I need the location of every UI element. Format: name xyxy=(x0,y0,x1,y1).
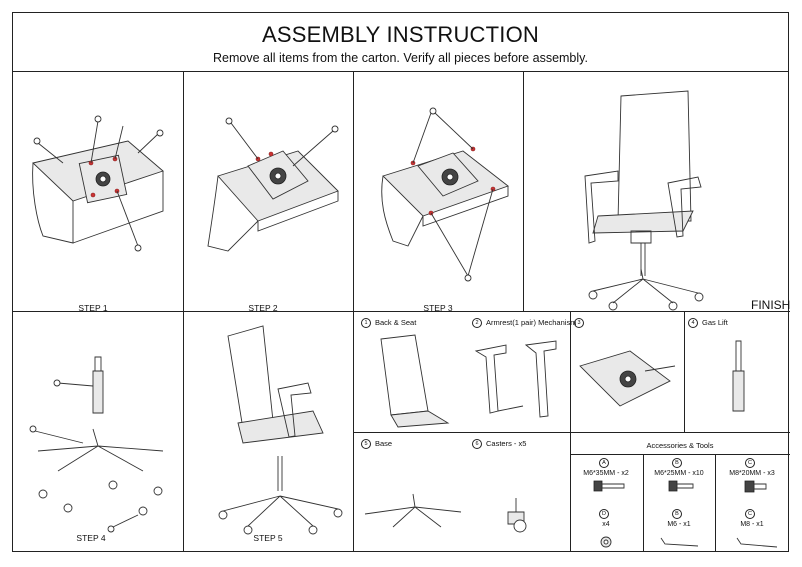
step-5-label: STEP 5 xyxy=(253,533,283,543)
bolt-b-icon xyxy=(643,454,715,552)
allen-key-c-icon xyxy=(715,454,790,552)
accessory-a-panel: A M6*35MM - x2 D x4 xyxy=(570,454,643,552)
allen-key-b-icon xyxy=(643,454,715,552)
accessory-a-letter-circle: A xyxy=(599,458,609,468)
allen-key-b-letter: B xyxy=(649,509,709,519)
part-4-name: Gas Lift xyxy=(702,318,728,327)
caster-illustration xyxy=(468,432,570,552)
accessory-c-panel: C M8*20MM - x3 C M8 - x1 xyxy=(715,454,790,552)
back-seat-illustration xyxy=(353,311,468,432)
step-2-panel: STEP 2 xyxy=(183,71,353,313)
col-divider-4 xyxy=(570,311,571,432)
finish-label: FINISH xyxy=(751,298,791,312)
header: ASSEMBLY INSTRUCTION Remove all items fr… xyxy=(13,13,788,72)
step-3-panel: STEP 3 xyxy=(353,71,523,313)
washer-icon xyxy=(570,454,643,552)
col-divider-3 xyxy=(523,71,524,311)
step-2-label: STEP 2 xyxy=(248,303,278,313)
part-5-panel: 5 Base xyxy=(353,432,468,552)
step-1-label: STEP 1 xyxy=(78,303,108,313)
accessory-b-panel: B M6*25MM - x10 B M6 - x1 xyxy=(643,454,715,552)
accessory-c-label: M8*20MM - x3 xyxy=(729,470,775,477)
col-divider-2 xyxy=(353,71,354,552)
part-4-panel: 4 Gas Lift xyxy=(684,311,790,432)
step-3-label: STEP 3 xyxy=(423,303,453,313)
part-2-name: Armrest(1 pair) Mechanism xyxy=(486,318,577,327)
part-5-label: 5 Base xyxy=(361,439,393,450)
tool-col-divider-2 xyxy=(715,454,716,552)
accessory-d-letter: D xyxy=(576,509,636,519)
part-2-panel: 2 Armrest(1 pair) Mechanism xyxy=(468,311,576,432)
accessory-b-label: M6*25MM - x10 xyxy=(654,470,704,477)
page-subtitle: Remove all items from the carton. Verify… xyxy=(213,51,588,65)
col-divider-1 xyxy=(183,71,184,552)
bolt-a-icon xyxy=(570,454,643,552)
accessory-c-letter: C xyxy=(722,458,782,468)
accessories-title: Accessories & Tools xyxy=(646,441,714,450)
part-5-number: 5 xyxy=(361,439,371,450)
col-divider-5 xyxy=(684,311,685,432)
part-6-name: Casters - x5 xyxy=(486,439,527,448)
step-4-panel: STEP 4 xyxy=(13,311,183,552)
part-6-number: 6 xyxy=(472,439,482,450)
accessory-a-letter: A xyxy=(576,458,636,468)
armrest-illustration xyxy=(468,311,570,432)
bolt-c-icon xyxy=(715,454,790,552)
base-illustration xyxy=(353,432,468,552)
step-1-illustration xyxy=(13,71,183,311)
part-3-label: 3 xyxy=(574,318,588,329)
col-divider-6 xyxy=(570,432,571,552)
part-3-panel: 3 xyxy=(570,311,684,432)
tool-col-divider-1 xyxy=(643,454,644,552)
step-1-panel: STEP 1 xyxy=(13,71,183,313)
step-4-label: STEP 4 xyxy=(76,533,106,543)
accessory-d-letter-circle: D xyxy=(599,509,609,519)
accessory-b-letter: B xyxy=(649,458,709,468)
gas-lift-illustration xyxy=(684,311,790,432)
assembly-sheet: ASSEMBLY INSTRUCTION Remove all items fr… xyxy=(12,12,791,552)
part-6-panel: 6 Casters - x5 xyxy=(468,432,570,552)
allen-key-c-letter-circle: C xyxy=(745,509,755,519)
part-1-name: Back & Seat xyxy=(375,318,417,327)
part-1-panel: 1 Back & Seat xyxy=(353,311,468,432)
step-4-illustration xyxy=(13,311,183,552)
finished-chair-illustration xyxy=(523,71,790,311)
part-4-label: 4 Gas Lift xyxy=(688,318,728,329)
part-6-label: 6 Casters - x5 xyxy=(472,439,527,450)
part-4-number: 4 xyxy=(688,318,698,329)
step-2-illustration xyxy=(183,71,353,311)
accessory-a-label: M6*35MM - x2 xyxy=(583,470,629,477)
allen-key-c-label: M8 - x1 xyxy=(740,521,764,528)
step-5-illustration xyxy=(183,311,353,552)
part-1-number: 1 xyxy=(361,318,371,329)
part-2-number: 2 xyxy=(472,318,482,329)
part-3-number: 3 xyxy=(574,318,584,329)
accessory-c-letter-circle: C xyxy=(745,458,755,468)
accessory-b-letter-circle: B xyxy=(672,458,682,468)
accessory-d-label: x4 xyxy=(602,521,610,528)
row-divider xyxy=(13,311,790,312)
allen-key-b-letter-circle: B xyxy=(672,509,682,519)
part-2-label: 2 Armrest(1 pair) Mechanism xyxy=(472,318,577,329)
accessories-title-divider xyxy=(570,454,790,455)
step-3-illustration xyxy=(353,71,523,311)
parts-row-divider xyxy=(353,432,790,433)
allen-key-b-label: M6 - x1 xyxy=(667,521,691,528)
part-5-name: Base xyxy=(375,439,393,448)
page-title: ASSEMBLY INSTRUCTION xyxy=(261,22,539,47)
step-5-panel: STEP 5 xyxy=(183,311,353,552)
finish-panel: FINISH xyxy=(523,71,791,312)
mechanism-illustration xyxy=(570,311,684,432)
allen-key-c-letter: C xyxy=(722,509,782,519)
part-1-label: 1 Back & Seat xyxy=(361,318,417,329)
